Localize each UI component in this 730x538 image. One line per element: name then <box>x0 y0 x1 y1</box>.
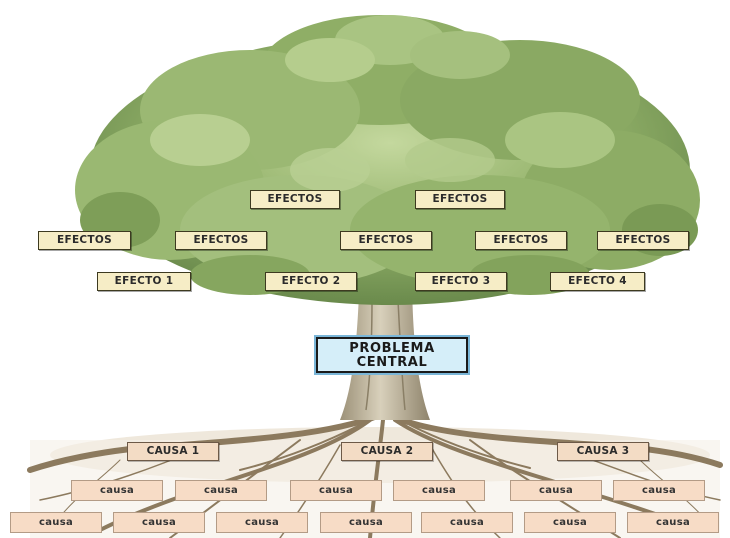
effect-label-middle-1: EFECTOS <box>38 231 131 250</box>
sub-cause-label: causa <box>320 512 412 533</box>
effect-2-label: EFECTO 2 <box>265 272 357 291</box>
effect-4-label: EFECTO 4 <box>550 272 645 291</box>
sub-cause-label: causa <box>627 512 719 533</box>
cause-2-label: CAUSA 2 <box>341 442 433 461</box>
cause-3-label: CAUSA 3 <box>557 442 649 461</box>
sub-cause-label: causa <box>290 480 382 501</box>
sub-cause-label: causa <box>10 512 102 533</box>
effect-label-middle-5: EFECTOS <box>597 231 689 250</box>
effect-1-label: EFECTO 1 <box>97 272 191 291</box>
effect-3-label: EFECTO 3 <box>415 272 507 291</box>
sub-cause-label: causa <box>393 480 485 501</box>
canopy <box>75 15 700 305</box>
sub-cause-label: causa <box>421 512 513 533</box>
sub-cause-label: causa <box>175 480 267 501</box>
effect-label-middle-4: EFECTOS <box>475 231 567 250</box>
sub-cause-label: causa <box>510 480 602 501</box>
effect-label-middle-2: EFECTOS <box>175 231 267 250</box>
sub-cause-label: causa <box>524 512 616 533</box>
sub-cause-label: causa <box>216 512 308 533</box>
central-problem-line-2: CENTRAL <box>318 356 466 370</box>
cause-1-label: CAUSA 1 <box>127 442 219 461</box>
effect-label-top-left: EFECTOS <box>250 190 340 209</box>
sub-cause-label: causa <box>613 480 705 501</box>
central-problem-line-1: PROBLEMA <box>318 342 466 356</box>
effect-label-top-right: EFECTOS <box>415 190 505 209</box>
central-problem-box: PROBLEMA CENTRAL <box>316 337 468 373</box>
sub-cause-label: causa <box>71 480 163 501</box>
effect-label-middle-3: EFECTOS <box>340 231 432 250</box>
sub-cause-label: causa <box>113 512 205 533</box>
